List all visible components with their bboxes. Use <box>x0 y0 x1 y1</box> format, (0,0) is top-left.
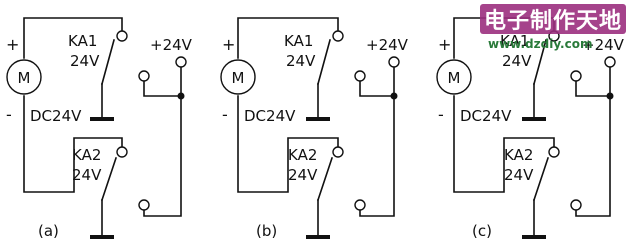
motor-letter: M <box>18 69 31 87</box>
motor-rating-label: DC24V <box>460 107 512 125</box>
panel-a: M + - DC24V KA1 24V KA2 24V +24V (a) <box>6 17 193 240</box>
supply-terminal <box>175 56 187 68</box>
relay1-name-label: KA1 <box>284 32 313 50</box>
relay1-name-label: KA1 <box>500 32 529 50</box>
panel-b-wiring <box>237 17 395 236</box>
motor-plus-sign: + <box>6 35 19 54</box>
supply-terminal <box>388 56 400 68</box>
relay2-no-terminal <box>570 199 582 211</box>
motor-plus-sign: + <box>438 35 451 54</box>
motor-minus-sign: - <box>438 105 444 124</box>
motor-minus-sign: - <box>6 105 12 124</box>
panel-c-motor: M <box>436 59 472 95</box>
panel-b-motor: M <box>220 59 256 95</box>
relay2-no-terminal <box>138 199 150 211</box>
panel-caption: (c) <box>472 222 492 240</box>
motor-symbol <box>220 59 256 95</box>
relay1-no-terminal <box>354 70 366 82</box>
motor-letter: M <box>448 69 461 87</box>
watermark-banner <box>480 4 626 34</box>
panel-a-motor: M <box>6 59 42 95</box>
watermark-title: 电子制作天地 <box>484 9 622 34</box>
watermark: 电子制作天地 www.dzdiy.com <box>480 4 626 51</box>
junction-dot <box>177 92 185 100</box>
panel-a-wiring <box>23 17 182 236</box>
relay2-voltage-label: 24V <box>288 166 318 184</box>
relay1-voltage-label: 24V <box>70 52 100 70</box>
panel-b: M + - DC24V KA1 24V KA2 24V +24V (b) <box>220 17 409 240</box>
panel-caption: (b) <box>256 222 277 240</box>
junction-dot <box>606 92 614 100</box>
motor-rating-label: DC24V <box>244 107 296 125</box>
relay1-voltage-label: 24V <box>286 52 316 70</box>
motor-minus-sign: - <box>222 105 228 124</box>
relay2-name-label: KA2 <box>72 146 101 164</box>
motor-plus-sign: + <box>222 35 235 54</box>
supply-voltage-label: +24V <box>150 36 193 54</box>
relay1-voltage-label: 24V <box>502 52 532 70</box>
supply-terminal <box>604 56 616 68</box>
relay2-common-terminal <box>548 146 560 158</box>
relay2-voltage-label: 24V <box>504 166 534 184</box>
motor-symbol <box>6 59 42 95</box>
relay1-no-terminal <box>570 70 582 82</box>
panel-caption: (a) <box>38 222 59 240</box>
relay2-name-label: KA2 <box>504 146 533 164</box>
motor-letter: M <box>232 69 245 87</box>
relay1-name-label: KA1 <box>68 32 97 50</box>
motor-rating-label: DC24V <box>30 107 82 125</box>
panel-c: M + - DC24V KA1 24V KA2 24V +24V (c) 电子制… <box>436 4 626 240</box>
relay2-common-terminal <box>332 146 344 158</box>
supply-voltage-label: +24V <box>366 36 409 54</box>
relay1-no-terminal <box>138 70 150 82</box>
relay2-common-terminal <box>116 146 128 158</box>
junction-dot <box>390 92 398 100</box>
relay2-no-terminal <box>354 199 366 211</box>
relay2-name-label: KA2 <box>288 146 317 164</box>
motor-symbol <box>436 59 472 95</box>
supply-voltage-label: +24V <box>582 36 625 54</box>
relay2-voltage-label: 24V <box>72 166 102 184</box>
watermark-url: www.dzdiy.com <box>488 37 592 51</box>
relay1-common-terminal <box>116 30 128 42</box>
relay1-common-terminal <box>332 30 344 42</box>
